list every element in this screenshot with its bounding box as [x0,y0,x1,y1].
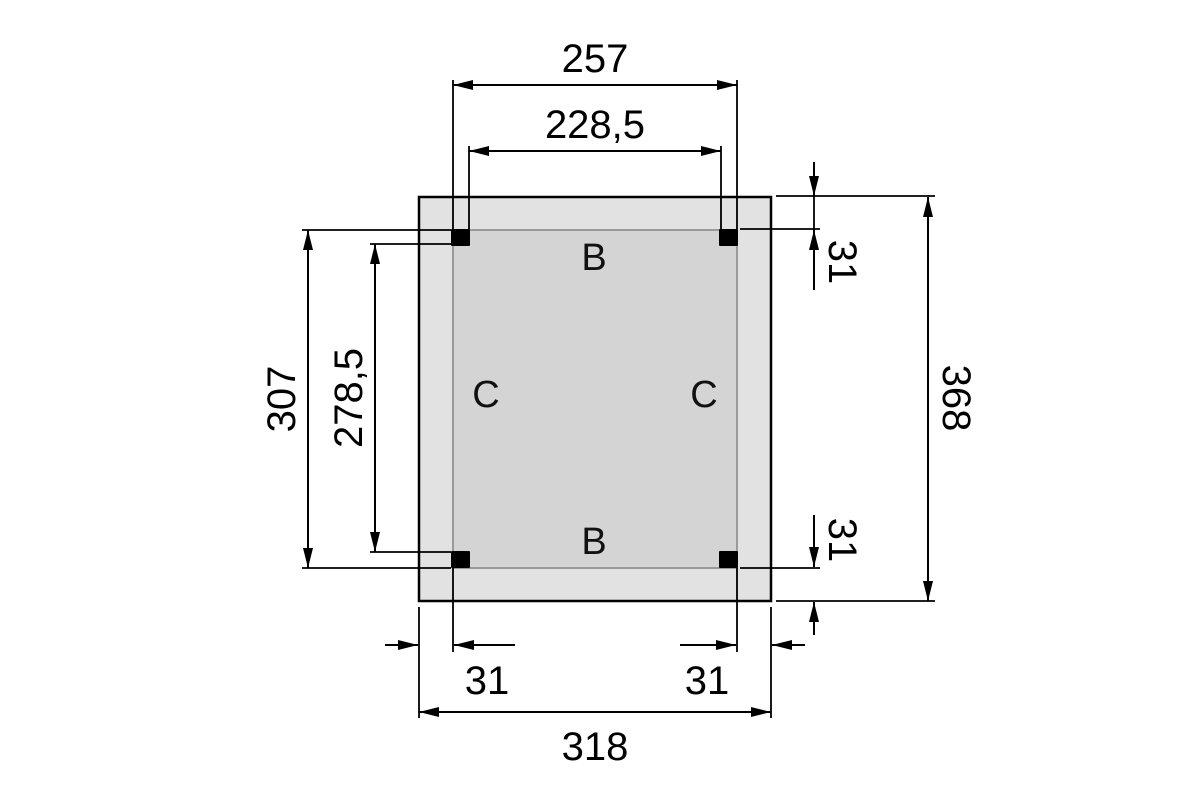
svg-text:31: 31 [820,518,864,563]
label-right-c: C [690,374,717,416]
svg-text:31: 31 [465,659,510,703]
svg-text:257: 257 [562,37,629,81]
label-bottom-b: B [581,521,606,563]
inner-panel [452,229,738,569]
svg-text:228,5: 228,5 [545,103,645,147]
svg-text:31: 31 [685,659,730,703]
label-top-b: B [581,237,606,279]
dim-right-bottom-offset: 31 [740,515,864,635]
dim-bottom-left-offset: 31 [385,568,515,718]
post-bottom-right [719,551,738,568]
svg-text:278,5: 278,5 [327,348,371,448]
dim-top-outer: 257 [452,37,738,229]
dim-bottom-right-offset: 31 [680,568,805,718]
svg-text:318: 318 [562,725,629,769]
dim-right-top-offset: 31 [740,162,864,290]
post-bottom-left [451,551,470,568]
svg-text:307: 307 [260,366,304,433]
post-top-right [719,229,738,246]
dim-top-inner: 228,5 [468,103,722,229]
dim-bottom-total: 318 [419,707,771,769]
post-top-left [451,229,470,246]
svg-text:368: 368 [934,365,978,432]
svg-text:31: 31 [820,240,864,285]
dim-right-total: 368 [776,195,978,602]
dim-left-inner: 278,5 [327,243,451,553]
dim-left-outer: 307 [260,229,451,569]
label-left-c: C [472,374,499,416]
